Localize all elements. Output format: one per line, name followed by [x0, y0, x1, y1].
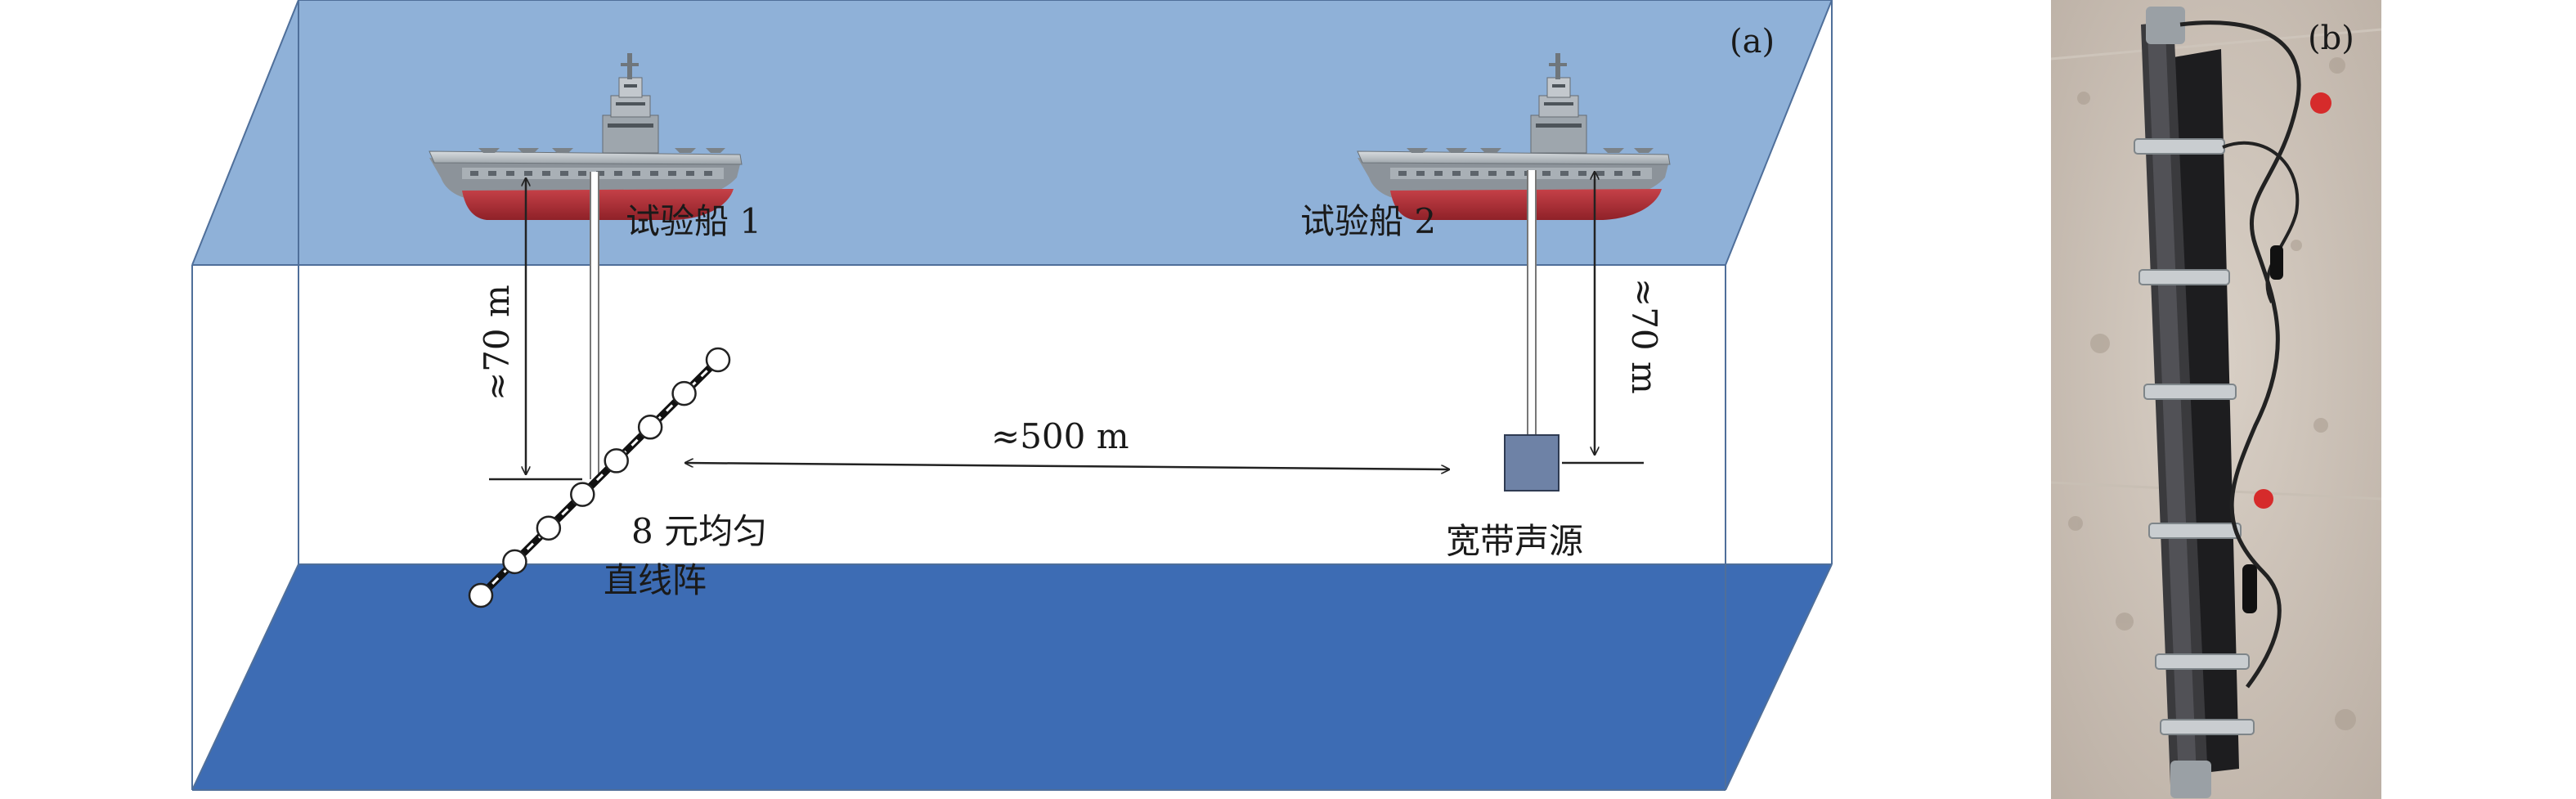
ship-1-label: 试验船 1 [626, 201, 761, 241]
seabed [192, 564, 1832, 790]
hydrophone-array-photo: (b) [2051, 0, 2381, 799]
hydrophone-element [536, 515, 562, 541]
hydrophone-element [671, 380, 697, 406]
depth-label-left: ≈70 m [477, 285, 517, 401]
depth-label-right: ≈70 m [1624, 278, 1664, 394]
hydrophone-element [570, 482, 595, 507]
panel-a-label: (a) [1730, 23, 1775, 61]
ship-2-label: 试验船 2 [1300, 201, 1436, 241]
distance-label: ≈500 m [991, 416, 1129, 456]
water-column [192, 265, 1726, 564]
hydrophone-element [502, 549, 527, 575]
array-label-line1: 8 元均匀 [631, 511, 767, 551]
source-label: 宽带声源 [1446, 521, 1583, 561]
array-label-line2: 直线阵 [604, 560, 707, 600]
distance-arrow [685, 463, 1449, 469]
hydrophone-group [468, 347, 731, 608]
hydrophone-element [637, 415, 663, 440]
hydrophone-element [604, 448, 629, 474]
hydrophone-element [468, 582, 494, 608]
panel-b-label: (b) [2308, 20, 2354, 57]
tank-box-outline [191, 0, 1833, 791]
broadband-source [1504, 434, 1560, 492]
hydrophone-element [705, 347, 731, 373]
